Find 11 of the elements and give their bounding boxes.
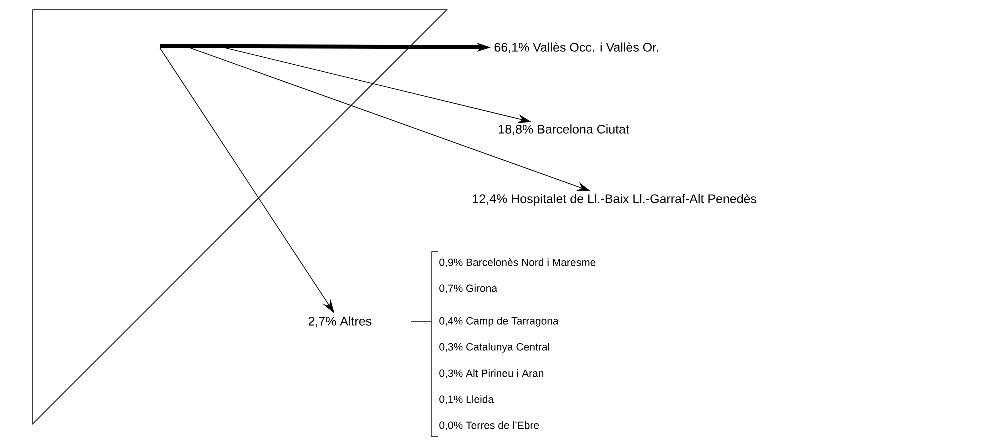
- region-label: 12,4% Hospitalet de Ll.-Baix Ll.-Garraf-Alt Penedès: [473, 194, 757, 206]
- sub-region-label: 0,7% Girona: [440, 284, 498, 294]
- sub-region-label: 0,0% Terres de l’Ebre: [440, 422, 540, 430]
- sub-region-label: 0,3% Catalunya Central: [440, 343, 550, 353]
- sub-region-label: 0,3% Alt Pirineu i Aran: [440, 370, 544, 378]
- region-label: 18,8% Barcelona Ciutat: [499, 124, 630, 136]
- sub-region-label: 0,1% Lleida: [440, 396, 494, 404]
- sub-region-label: 0,9% Barcelonès Nord i Maresme: [440, 258, 596, 268]
- region-label: 2,7% Altres: [308, 316, 372, 328]
- sub-region-label: 0,4% Camp de Tarragona: [440, 317, 559, 327]
- region-label: 66,1% Vallès Occ. i Vallès Or.: [494, 42, 658, 54]
